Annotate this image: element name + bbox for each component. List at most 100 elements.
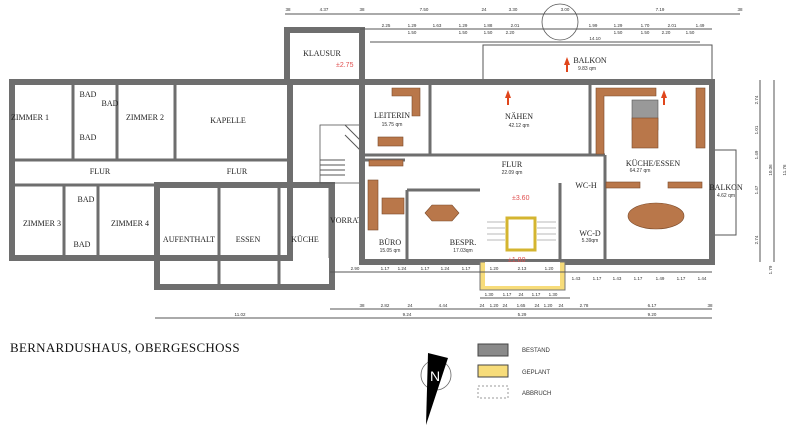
- dimension-label: 5.29: [518, 312, 527, 317]
- dimension-label: 1.43: [572, 276, 581, 281]
- dimension-top-3: 1.50 1.50 1.50 2.20 1.50 1.50 2.20 1.50 …: [408, 30, 695, 41]
- level-marker: ±1.80: [508, 257, 526, 264]
- dimension-label: 1.24: [441, 266, 450, 271]
- spiral-staircase: [541, 3, 579, 41]
- dimension-label: 1.17: [503, 292, 512, 297]
- room-area: 64.27 qm: [630, 168, 651, 174]
- dimension-label: 1.50: [641, 30, 650, 35]
- dimension-bottom-2: 1.30 1.17 24 1.17 1.30: [485, 292, 558, 297]
- dimension-label: 2.74: [754, 95, 759, 104]
- dimension-label: 2.13: [518, 266, 527, 271]
- room-label-flur: FLUR: [90, 167, 111, 176]
- dimension-label: 1.17: [634, 276, 643, 281]
- dimension-label: 1.99: [589, 23, 598, 28]
- room-label-zimmer-1: ZIMMER 1: [11, 113, 49, 122]
- furniture-meeting-table: [424, 204, 460, 222]
- dimension-label: 1.43: [613, 276, 622, 281]
- room-label-wc-d: WC-D: [579, 229, 601, 238]
- left-wing: [9, 27, 365, 290]
- dimension-label: 2.20: [662, 30, 671, 35]
- room-label-zimmer-4: ZIMMER 4: [111, 219, 149, 228]
- dimension-label: 4.44: [439, 303, 448, 308]
- dimension-label: 38: [707, 303, 713, 308]
- room-area: 22.09 qm: [502, 170, 523, 176]
- dimension-label: 1.63: [433, 23, 442, 28]
- furniture-desk-buero: [381, 197, 405, 215]
- dimension-label: 1.50: [484, 30, 493, 35]
- dimension-label: 1.20: [544, 303, 553, 308]
- room-area: 9.83 qm: [578, 66, 596, 72]
- dimension-label: 24: [479, 303, 485, 308]
- furniture-cabinet: [367, 179, 379, 231]
- room-area: 15.75 qm: [382, 122, 403, 128]
- dimension-label: 3.00: [561, 7, 570, 12]
- dimension-label: 9.24: [403, 312, 412, 317]
- dimension-label: 14.10: [589, 36, 601, 41]
- room-label-bad: BAD: [80, 90, 97, 99]
- dimension-label: 1.50: [686, 30, 695, 35]
- room-label-bad: BAD: [102, 99, 119, 108]
- room-label-flur: FLUR: [227, 167, 248, 176]
- balcony-top: [482, 44, 713, 80]
- dimension-label: 1.24: [398, 266, 407, 271]
- dimension-label: 38: [285, 7, 291, 12]
- room-label-zimmer-2: ZIMMER 2: [126, 113, 164, 122]
- dimension-label: 1.29: [459, 23, 468, 28]
- dimension-label: 1.49: [754, 150, 759, 159]
- klausur-wall: [284, 27, 365, 85]
- dimension-label: 24: [518, 292, 524, 297]
- dimension-label: 1.30: [549, 292, 558, 297]
- room-label-bad: BAD: [74, 240, 91, 249]
- dimension-bottom-1: 2.90 1.17 1.24 1.17 1.24 1.17 1.20 2.13 …: [351, 266, 707, 281]
- level-marker: ±3.60: [512, 195, 530, 202]
- room-label-naehen: NÄHEN: [505, 112, 533, 121]
- furniture-shelf: [368, 159, 404, 167]
- dimension-top-1: 38 4.37 38 7.50 24 3.30 3.00 7.19 38: [285, 7, 743, 12]
- dimension-label: 24: [502, 303, 508, 308]
- dimension-label: 1.17: [677, 276, 686, 281]
- dimension-label: 2.90: [351, 266, 360, 271]
- dimension-label: 1.44: [698, 276, 707, 281]
- dimension-label: 1.17: [462, 266, 471, 271]
- furniture-desk-leiterin: [391, 87, 421, 117]
- room-label-bad: BAD: [78, 195, 95, 204]
- right-building: [359, 3, 737, 291]
- room-label-balkon: BALKON: [709, 183, 743, 192]
- room-label-kueche-essen: KÜCHE/ESSEN: [626, 159, 680, 168]
- room-label-kapelle: KAPELLE: [210, 116, 246, 125]
- escape-arrow-icon: [505, 57, 667, 105]
- dimension-label: 1.50: [459, 30, 468, 35]
- dimension-label: 2.01: [668, 23, 677, 28]
- left-wing-outer-wall: [9, 79, 293, 261]
- room-label-bespr: BESPR.: [450, 238, 476, 247]
- dimension-label: 1.29: [614, 23, 623, 28]
- room-label-leiterin: LEITERIN: [374, 111, 410, 120]
- main-staircase: [319, 124, 361, 184]
- room-area: 17.03qm: [453, 248, 472, 254]
- room-area: 4.62 qm: [717, 193, 735, 199]
- legend-label: ABBRUCH: [522, 391, 551, 397]
- dimension-label: 24: [534, 303, 540, 308]
- furniture-dining-table: [627, 202, 685, 230]
- legend: BESTAND GEPLANT ABBRUCH: [477, 343, 551, 399]
- room-area: 15.05 qm: [380, 248, 401, 254]
- dimension-label: 7.50: [420, 7, 429, 12]
- dimension-label: 2.01: [511, 23, 520, 28]
- dimension-label: 4.37: [320, 7, 329, 12]
- dimension-top-2: 2.25 1.29 1.63 1.29 1.88 2.01 1.99 1.29 …: [382, 23, 705, 28]
- dimension-label: 7.19: [656, 7, 665, 12]
- room-label-klausur: KLAUSUR: [303, 49, 341, 58]
- room-label-buero: BÜRO: [379, 238, 401, 247]
- dimension-label: 38: [359, 7, 365, 12]
- dimension-label: 1.70: [641, 23, 650, 28]
- north-arrow-icon: N: [420, 353, 452, 425]
- dimension-label: 2.78: [580, 303, 589, 308]
- furniture-table: [377, 136, 404, 147]
- furniture-kitchen-counter: [595, 87, 657, 155]
- room-label-bad: BAD: [80, 133, 97, 142]
- room-area: 5.39qm: [582, 238, 599, 244]
- legend-label: GEPLANT: [522, 370, 550, 376]
- dimension-label: 2.25: [382, 23, 391, 28]
- stairs: [487, 221, 556, 241]
